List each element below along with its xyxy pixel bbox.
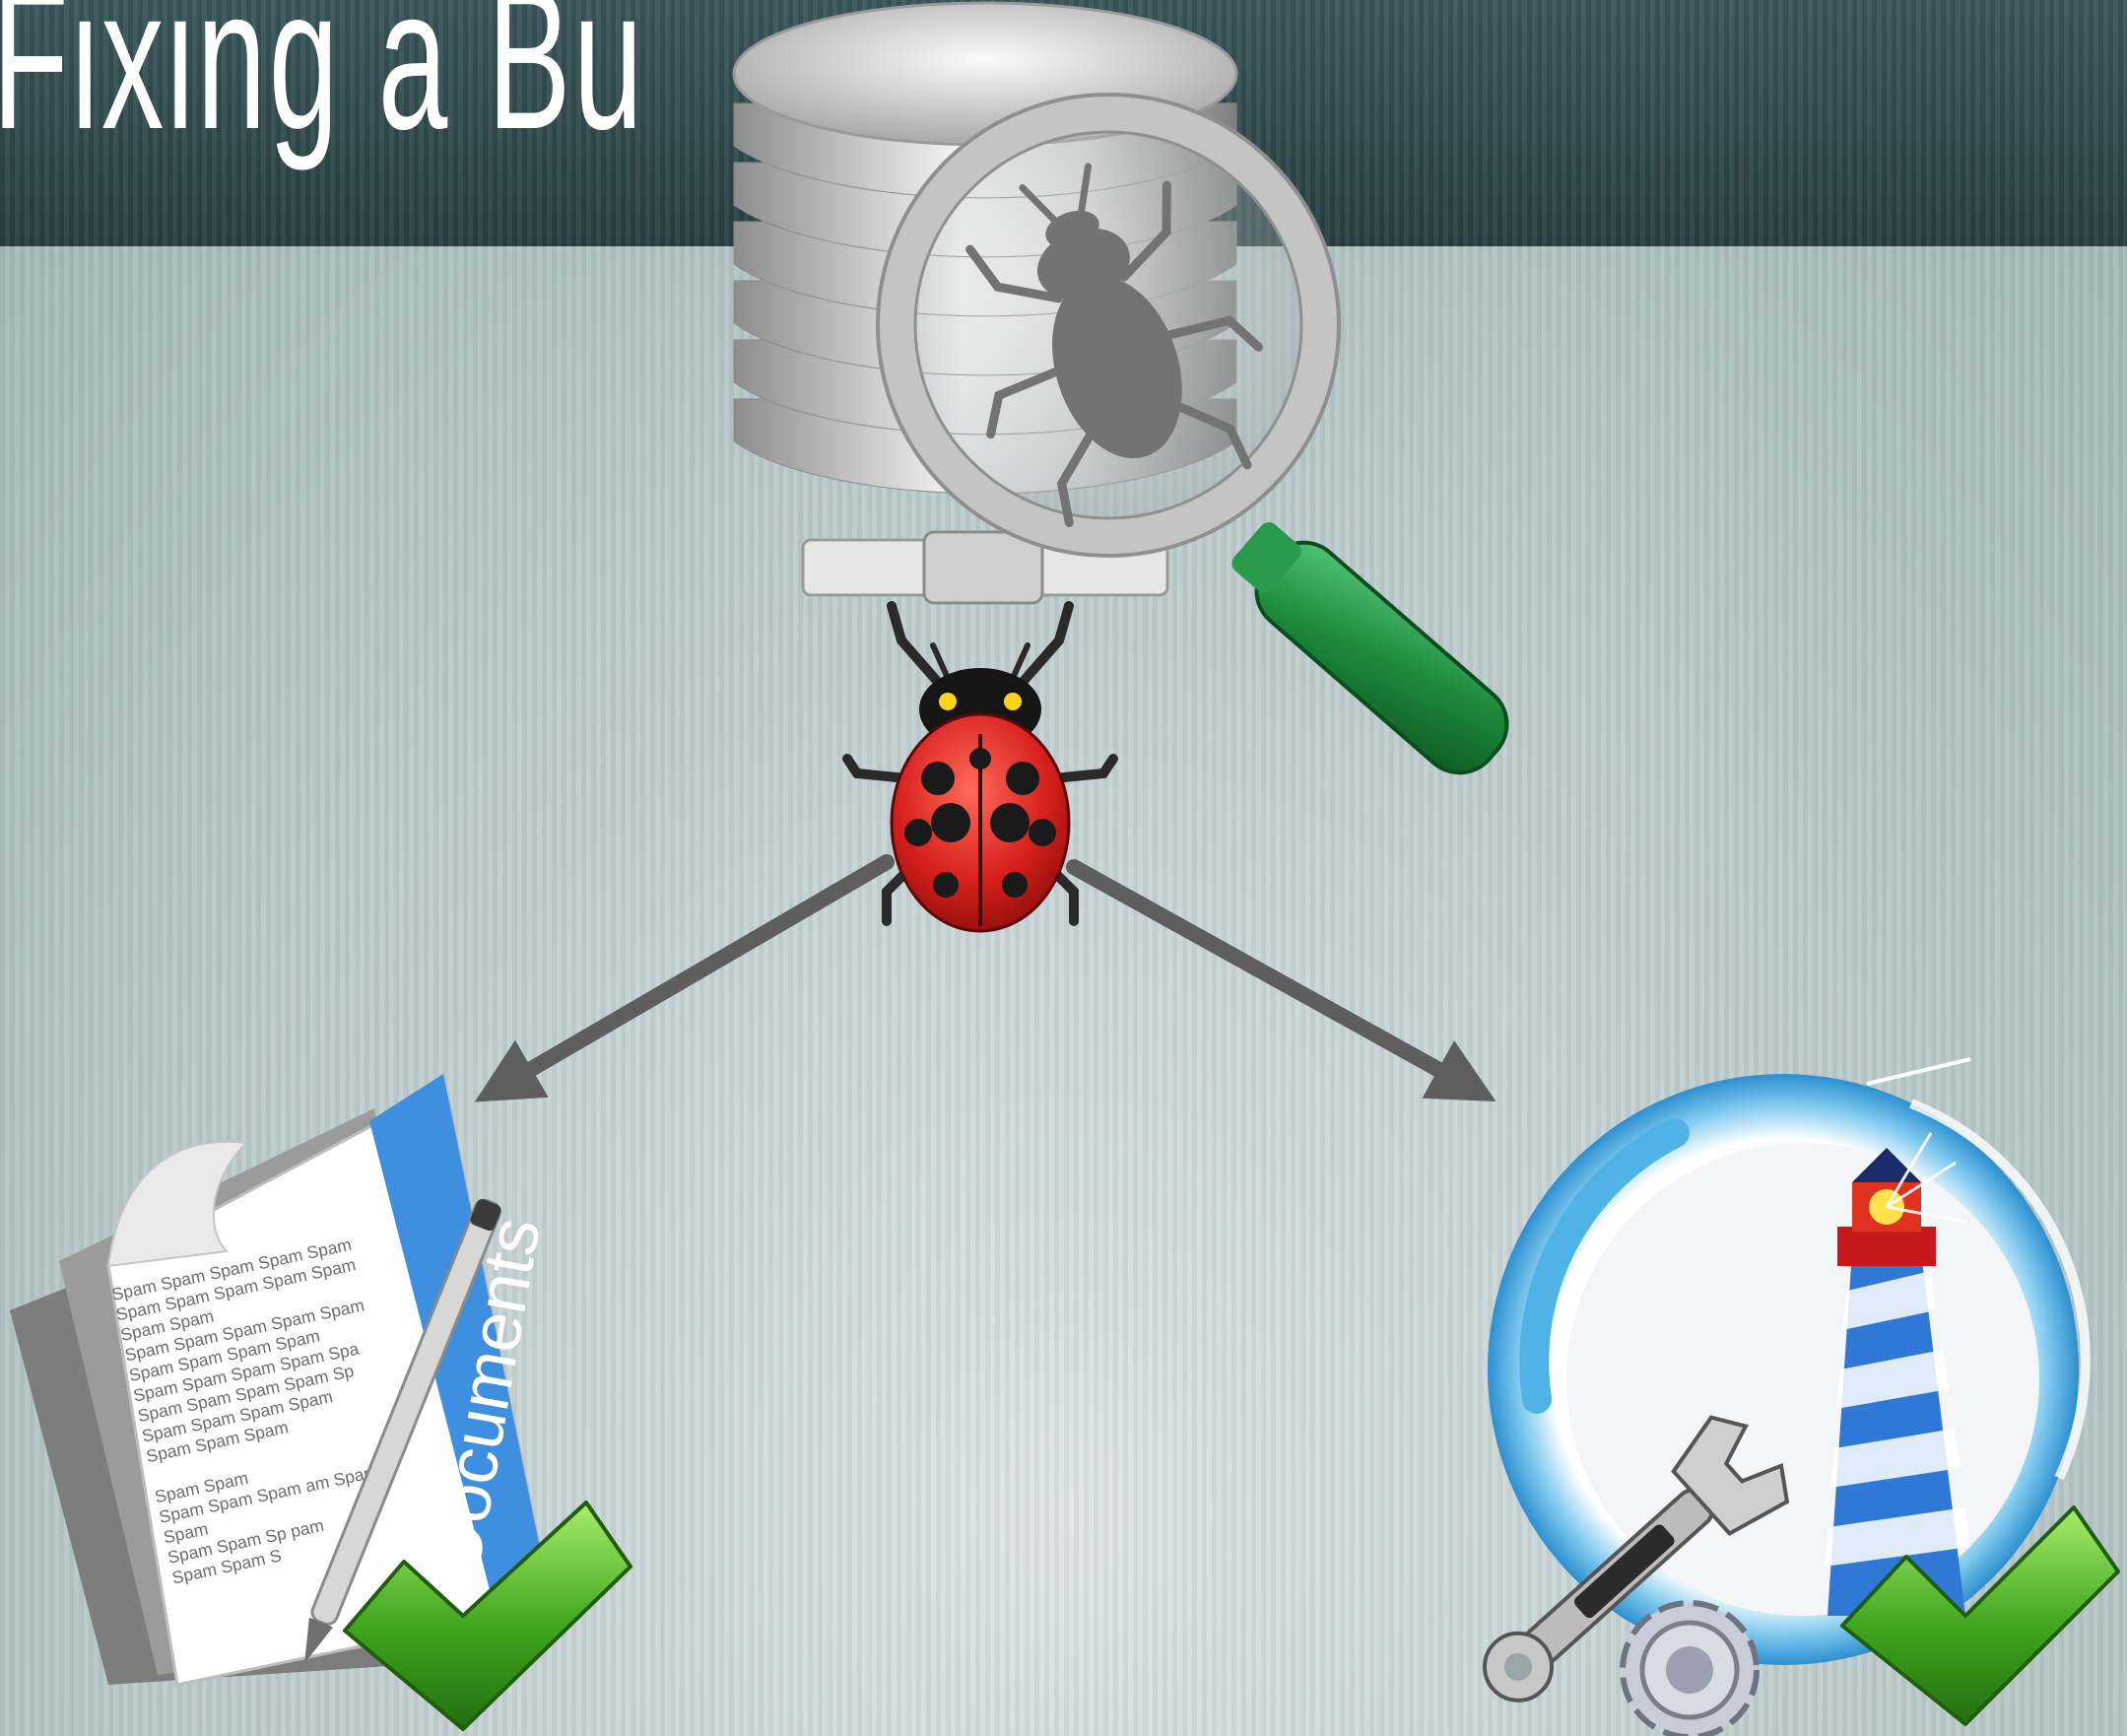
check-icon-right (1840, 1505, 2120, 1726)
arrows (474, 854, 1496, 1102)
arrow-left (474, 854, 895, 1102)
arrow-right (1066, 859, 1496, 1102)
database-search-icon (732, 1, 1509, 775)
gear-icon (1620, 1600, 1760, 1736)
check-icon-left (343, 1501, 632, 1731)
ladybug-icon (842, 601, 1118, 933)
slide-title: Fixing a Bu (0, 0, 646, 171)
lighthouse-app-icon (1483, 1057, 2091, 1736)
wrench-icon (1483, 1415, 1790, 1703)
